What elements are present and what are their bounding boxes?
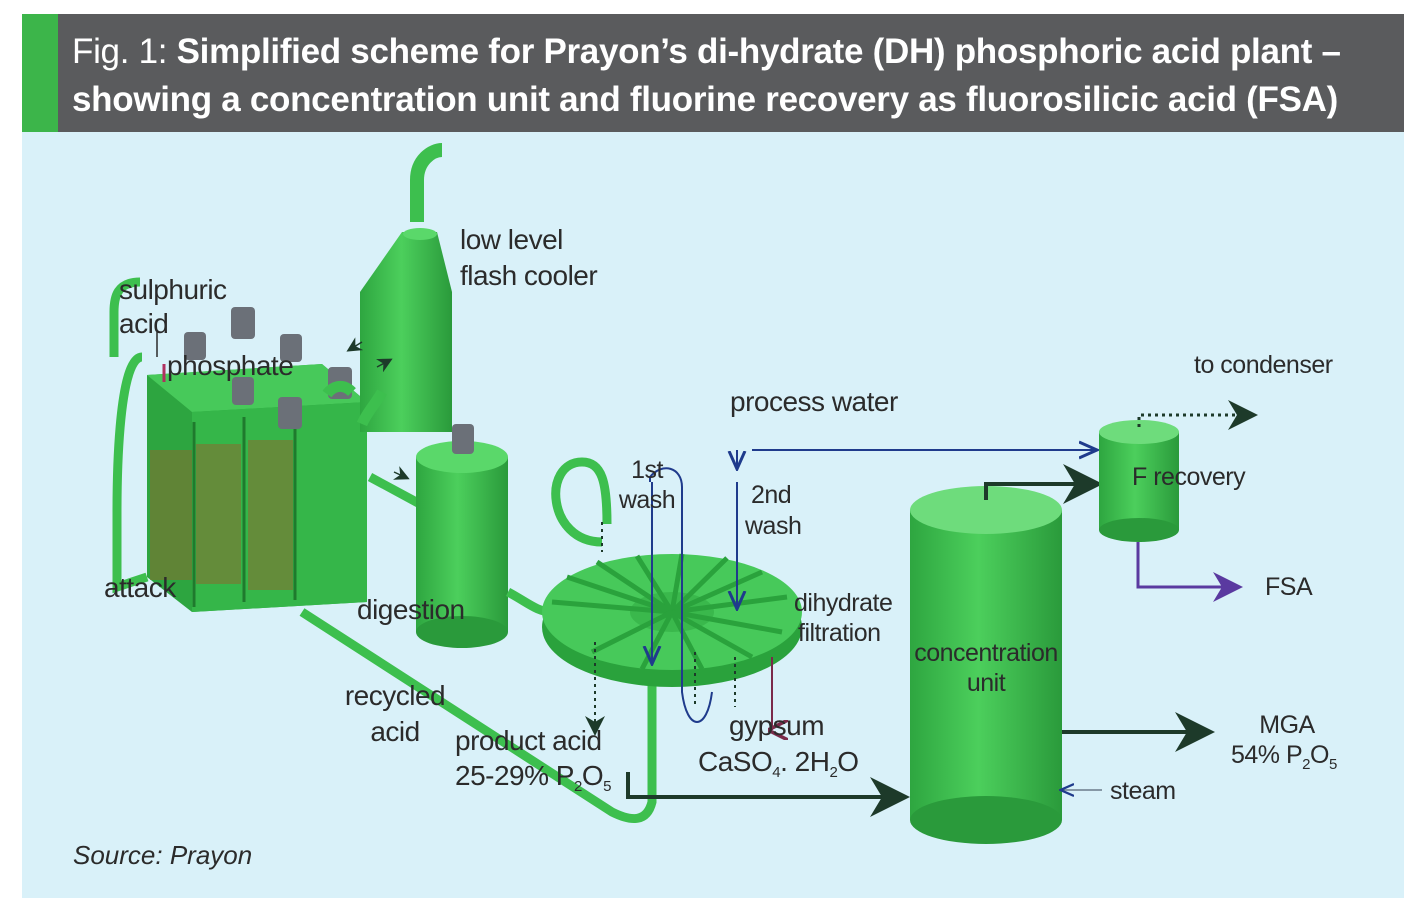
figure-title-text: Simplified scheme for Prayon’s di-hydrat… <box>72 32 1341 119</box>
product-acid-to-concentration-line <box>626 772 910 817</box>
concentration-unit-label-line1: concentration <box>914 639 1058 667</box>
mga-label-line1: MGA <box>1259 711 1315 739</box>
digestion-tank <box>367 424 553 648</box>
gypsum-formula-label: CaSO4. 2H2O <box>698 746 859 781</box>
filtrate-lines <box>594 522 736 732</box>
figure-header: Fig. 1: Simplified scheme for Prayon’s d… <box>22 14 1404 132</box>
process-water-label: process water <box>730 386 898 417</box>
figure-frame: Fig. 1: Simplified scheme for Prayon’s d… <box>22 14 1404 898</box>
first-wash-label-line2: wash <box>618 486 676 514</box>
process-diagram <box>109 143 1258 844</box>
second-wash-label-line1: 2nd <box>751 481 792 509</box>
figure-title: Fig. 1: Simplified scheme for Prayon’s d… <box>72 28 1392 124</box>
flash-cooler <box>322 143 452 432</box>
f-recovery-label: F recovery <box>1132 463 1246 491</box>
dihydrate-filtration-label-line2: filtration <box>798 619 881 647</box>
figure-source: Source: Prayon <box>73 840 253 870</box>
gypsum-label: gypsum <box>729 710 825 741</box>
concentration-unit <box>910 486 1062 844</box>
product-acid-label-line2: 25-29% P2O5 <box>455 760 611 795</box>
agitator-motors <box>184 307 352 429</box>
to-condenser-label: to condenser <box>1194 351 1333 379</box>
header-accent-bar <box>22 14 58 132</box>
first-wash-line <box>650 467 713 723</box>
recycled-acid-pipe <box>299 608 657 823</box>
fsa-output-line <box>1136 542 1243 602</box>
figure-number: Fig. 1: <box>72 32 168 71</box>
second-wash-label-line2: wash <box>745 512 802 540</box>
first-wash-label-line1: 1st <box>631 456 663 484</box>
digestion-label: digestion <box>357 594 465 625</box>
recycled-acid-label-line2: acid <box>370 716 420 747</box>
flash-cooler-label-line1: low level <box>460 224 563 255</box>
steam-label: steam <box>1110 777 1176 805</box>
sulphuric-acid-label-line1: sulphuric <box>119 274 227 305</box>
mga-label-line2: 54% P2O5 <box>1231 741 1337 773</box>
f-recovery-vessel <box>1099 420 1179 542</box>
feed-arrows <box>156 332 166 382</box>
attack-reactor <box>109 277 367 612</box>
fsa-label: FSA <box>1265 573 1313 601</box>
dihydrate-filtration-label-line1: dihydrate <box>794 589 893 617</box>
diagram-canvas: sulphuric acid phosphate low level flash… <box>22 132 1404 898</box>
phosphate-label: phosphate <box>167 350 294 381</box>
recycled-acid-label-line1: recycled <box>344 680 446 711</box>
flash-cooler-label-line2: flash cooler <box>460 260 598 291</box>
sulphuric-acid-label-line2: acid <box>119 308 169 339</box>
product-acid-label-line1: product acid <box>455 725 602 756</box>
attack-label: attack <box>104 572 176 603</box>
concentration-unit-label-line2: unit <box>966 669 1006 697</box>
vapour-to-f-recovery-line <box>984 464 1103 504</box>
